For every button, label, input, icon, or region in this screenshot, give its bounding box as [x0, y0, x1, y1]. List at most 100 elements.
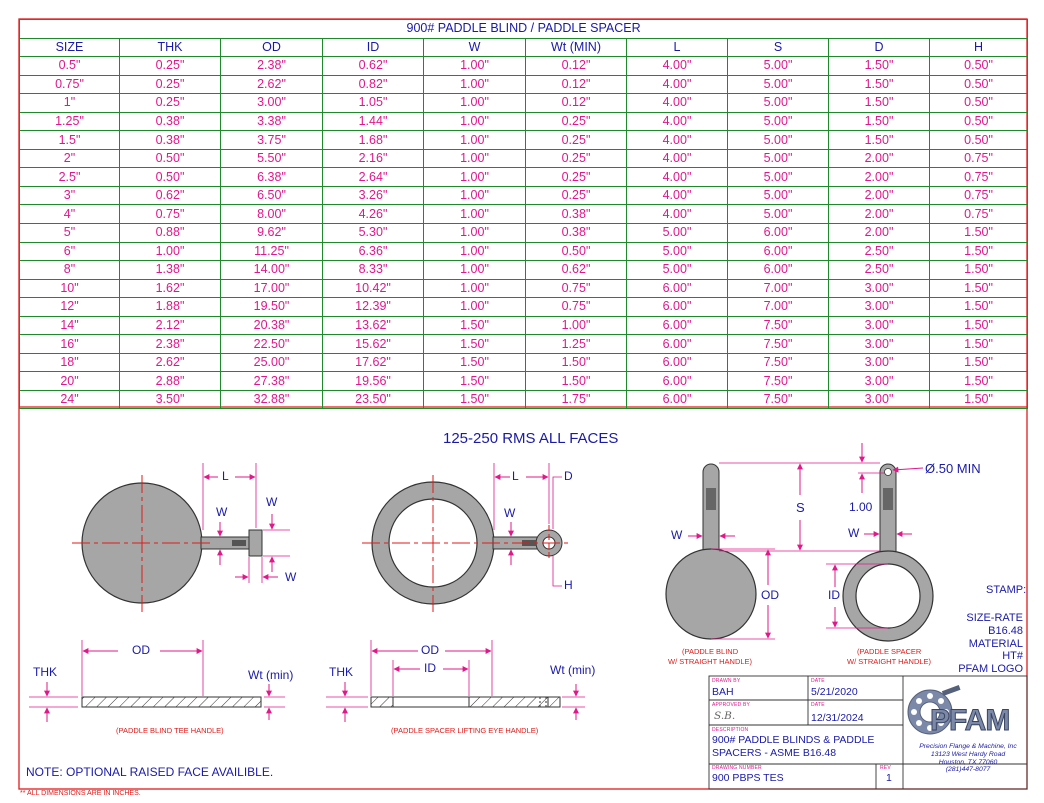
table-row: 0.5"0.25"2.38"0.62"1.00"0.12"4.00"5.00"1… [19, 56, 1029, 76]
table-cell: 3.50" [119, 389, 221, 410]
approved-date-label: DATE [811, 702, 825, 708]
table-cell: 1.50" [423, 389, 526, 410]
company-phone: (281)447-8077 [945, 766, 991, 774]
raised-face-note: NOTE: OPTIONAL RAISED FACE AVAILIBLE. [26, 765, 274, 779]
table-cell: 1.50" [928, 223, 1029, 243]
stamp-line: PFAM LOGO [958, 663, 1023, 676]
dim-od-blind-side: OD [132, 643, 150, 657]
table-cell: 32.88" [220, 389, 323, 410]
paddle-spacer-eye-view [362, 463, 572, 612]
table-cell: 20.38" [220, 315, 323, 336]
table-row: 1"0.25"3.00"1.05"1.00"0.12"4.00"5.00"1.5… [19, 93, 1029, 113]
table-cell: 1.50" [828, 56, 930, 76]
finish-note: 125-250 RMS ALL FACES [443, 430, 619, 447]
table-cell: 2.50" [828, 241, 930, 262]
table-row: 12"1.88"19.50"12.39"1.00"0.75"6.00"7.00"… [19, 297, 1029, 317]
caption-spacer-straight-2: W/ STRAIGHT HANDLE) [847, 657, 932, 666]
table-cell: 6.00" [626, 297, 728, 317]
caption-blind-straight-1: (PADDLE BLIND [682, 647, 739, 656]
table-row: 2.5"0.50"6.38"2.64"1.00"0.25"4.00"5.00"2… [19, 167, 1029, 187]
stamp-title: STAMP: [986, 584, 1027, 596]
rev-value: 1 [886, 772, 892, 784]
stamp-lines: SIZE-RATE B16.48 MATERIAL HT# PFAM LOGO [958, 612, 1023, 676]
dim-h-spacer: H [564, 578, 573, 592]
drawing-number-value: 900 PBPS TES [712, 772, 784, 784]
table-row: 1.5"0.38"3.75"1.68"1.00"0.25"4.00"5.00"1… [19, 130, 1029, 150]
table-cell: 23.50" [322, 389, 424, 410]
table-cell: 1.50" [828, 130, 930, 150]
drawing-number-label: DRAWING NUMBER [712, 765, 762, 771]
table-cell: 5.00" [626, 223, 728, 243]
table-cell: 1.75" [525, 389, 627, 410]
table-cell: 2.00" [828, 167, 930, 187]
drawn-by-label: DRAWN BY [712, 678, 741, 684]
caption-spacer-eye: (PADDLE SPACER LIFTING EYE HANDLE) [391, 726, 539, 735]
dim-w-blind-straight: W [671, 528, 683, 542]
table-cell: 5.00" [727, 74, 829, 95]
table-cell: 0.50" [928, 130, 1029, 150]
company-name: Precision Flange & Machine, Inc [919, 743, 1017, 750]
title-block-grid [708, 675, 1028, 790]
table-row: 18"2.62"25.00"17.62"1.50"1.50"6.00"7.50"… [19, 352, 1029, 373]
table-cell: 3.26" [322, 185, 424, 206]
table-cell: 5.00" [626, 260, 728, 280]
paddle-blind-tee-view [72, 463, 290, 612]
table-cell: 0.38" [525, 223, 627, 243]
drawn-date-label: DATE [811, 678, 825, 684]
table-cell: 0.75" [928, 185, 1029, 206]
table-cell: 6.00" [626, 389, 728, 410]
dim-l-spacer: L [512, 469, 519, 483]
table-cell: 5.00" [727, 56, 829, 76]
table-cell: 1.50" [423, 334, 526, 354]
table-cell: 1.50" [828, 93, 930, 113]
table-cell: 1.00" [423, 223, 526, 243]
dim-one-inch: 1.00 [849, 500, 873, 514]
paddle-blind-straight-view [665, 462, 880, 640]
table-cell: 1.50" [525, 371, 627, 391]
caption-spacer-straight-1: (PADDLE SPACER [857, 647, 922, 656]
paddle-spacer-straight-view [826, 443, 934, 642]
dim-hole-dia: Ø.50 MIN [925, 461, 981, 476]
caption-blind-tee: (PADDLE BLIND TEE HANDLE) [116, 726, 224, 735]
table-cell: 10.42" [322, 278, 424, 299]
table-row: 20"2.88"27.38"19.56"1.50"1.50"6.00"7.50"… [19, 371, 1029, 391]
table-cell: 6.38" [220, 167, 323, 187]
table-cell: 2.38" [220, 56, 323, 76]
table-cell: 3.00" [828, 278, 930, 299]
paddle-blind-side-view [29, 640, 285, 722]
dim-id-spacer-side: ID [424, 661, 436, 675]
dim-w-spacer: W [504, 506, 516, 520]
table-row: 24"3.50"32.88"23.50"1.50"1.75"6.00"7.50"… [19, 389, 1029, 410]
table-cell: 7.50" [727, 389, 829, 410]
table-cell: 17.62" [322, 352, 424, 373]
table-cell: 0.75" [525, 278, 627, 299]
table-row: 6"1.00"11.25"6.36"1.00"0.50"5.00"6.00"2.… [19, 241, 1029, 262]
table-cell: 0.75" [928, 167, 1029, 187]
table-cell: 1.50" [423, 352, 526, 373]
table-body: 0.5"0.25"2.38"0.62"1.00"0.12"4.00"5.00"1… [19, 56, 1029, 410]
table-cell: 3.00" [828, 389, 930, 410]
table-cell: 12.39" [322, 297, 424, 317]
company-info: Precision Flange & Machine, Inc 13123 We… [912, 743, 1024, 774]
approved-by-signature: S.B. [714, 710, 736, 722]
table-cell: 0.75" [119, 204, 221, 225]
table-cell: 2.5" [19, 167, 120, 187]
approved-date-value: 12/31/2024 [811, 712, 864, 724]
stamp-line: B16.48 [988, 624, 1023, 637]
dim-d-spacer: D [564, 469, 573, 483]
rev-label: REV [880, 765, 891, 771]
table-row: 8"1.38"14.00"8.33"1.00"0.62"5.00"6.00"2.… [19, 260, 1029, 280]
drawn-date-value: 5/21/2020 [811, 686, 858, 698]
stamp-line: HT# [1002, 650, 1023, 663]
dim-od-spacer-side: OD [421, 643, 439, 657]
table-cell: 5.00" [727, 204, 829, 225]
table-row: 0.75"0.25"2.62"0.82"1.00"0.12"4.00"5.00"… [19, 74, 1029, 95]
table-cell: 6.50" [220, 185, 323, 206]
table-row: 16"2.38"22.50"15.62"1.50"1.25"6.00"7.50"… [19, 334, 1029, 354]
dim-thk-spacer: THK [329, 665, 353, 679]
table-cell: 1.50" [928, 371, 1029, 391]
table-cell: 0.12" [525, 74, 627, 95]
table-cell: 7.50" [727, 315, 829, 336]
table-cell: 4.26" [322, 204, 424, 225]
